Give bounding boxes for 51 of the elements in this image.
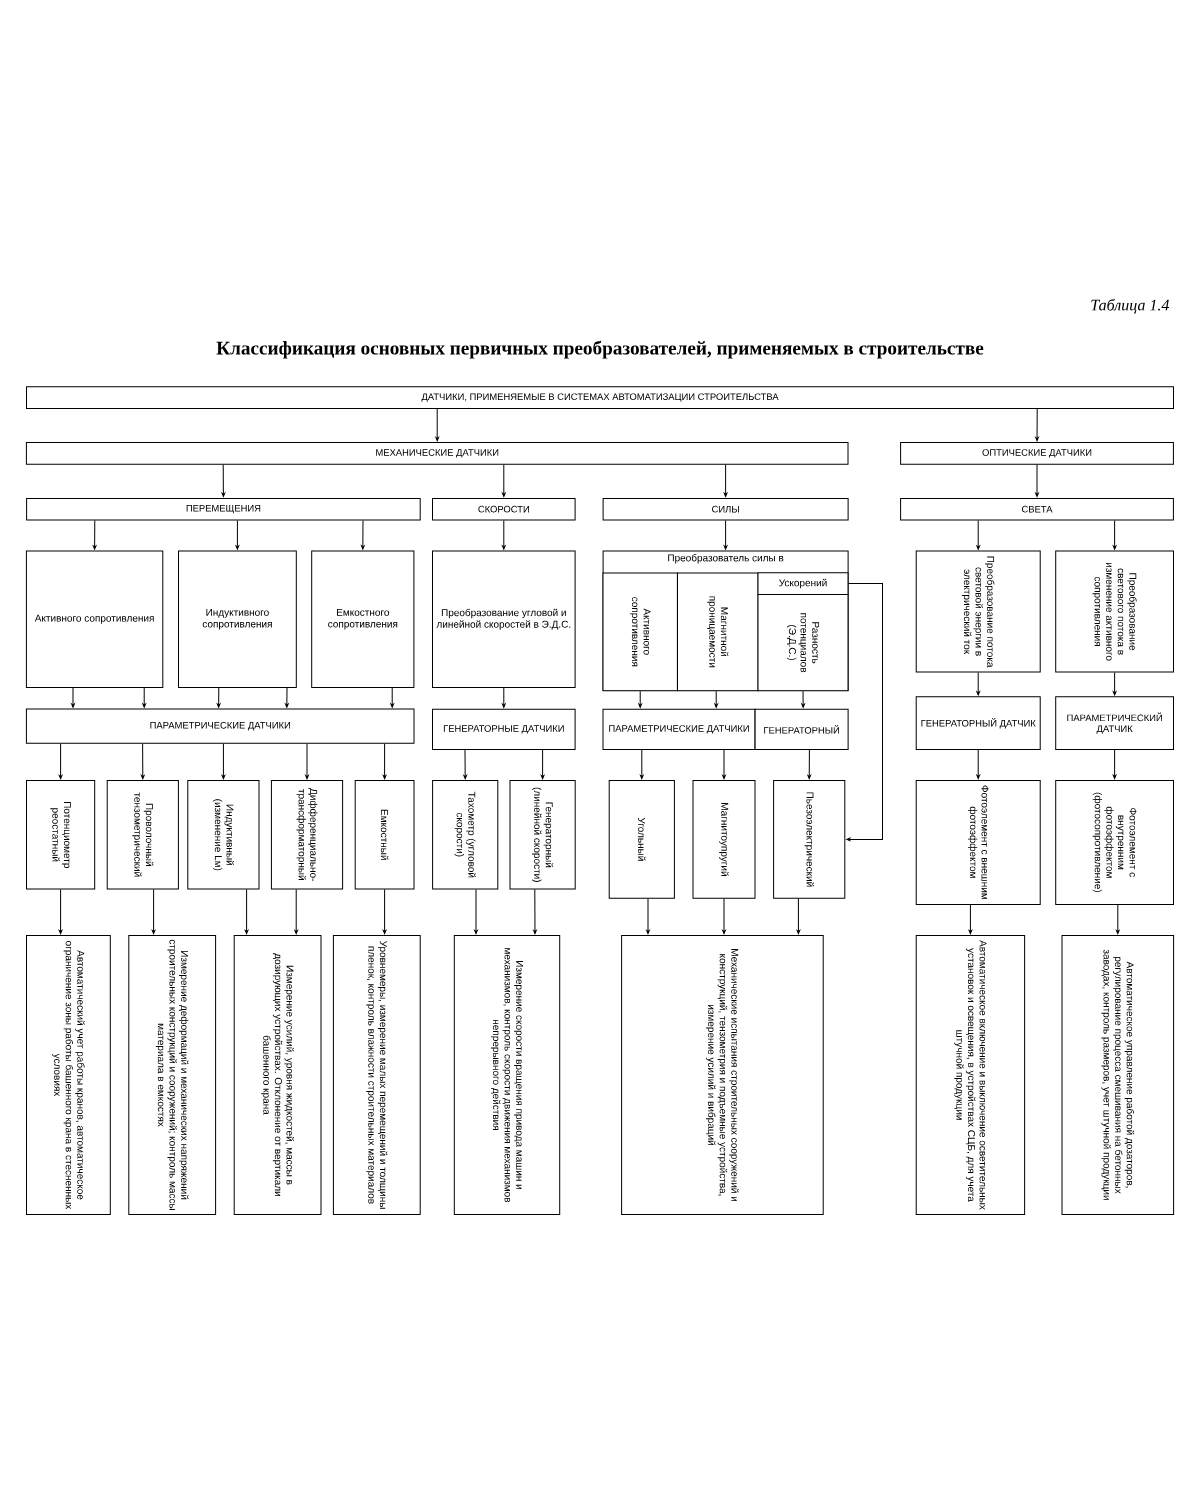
heading: Классификация основных первичных преобразователей, применяемых в строительстве	[216, 340, 984, 359]
arrow	[976, 672, 980, 696]
arrow	[723, 464, 728, 498]
arrow	[1116, 904, 1120, 935]
arrow	[92, 520, 97, 550]
arrow	[71, 687, 75, 708]
arrow	[474, 889, 478, 935]
arrow	[361, 520, 365, 550]
arrow	[714, 690, 718, 708]
arrow	[796, 898, 801, 935]
arrow	[390, 687, 394, 708]
arrow	[435, 408, 439, 442]
arrow	[807, 749, 811, 780]
arrow	[382, 743, 387, 780]
arrow	[244, 889, 249, 935]
arrow	[216, 687, 221, 708]
arrow	[722, 898, 726, 935]
arrow	[235, 520, 240, 550]
arrow	[533, 889, 537, 935]
arrow	[722, 749, 726, 780]
arrow	[968, 904, 973, 935]
arrow	[638, 690, 642, 708]
arrow	[502, 687, 506, 708]
arrow	[151, 889, 156, 935]
arrow	[58, 889, 63, 935]
arrow	[801, 690, 805, 708]
arrow	[540, 749, 545, 780]
table-number: Таблица 1.4	[1091, 298, 1170, 314]
arrow	[846, 583, 883, 842]
arrow	[723, 520, 728, 550]
arrow	[294, 889, 298, 935]
arrow	[221, 464, 226, 498]
arrow	[463, 749, 467, 780]
arrow	[382, 889, 387, 935]
arrow	[1112, 672, 1117, 696]
arrow	[1112, 749, 1117, 780]
arrow	[58, 743, 63, 780]
arrow	[502, 464, 506, 498]
arrow	[1035, 408, 1039, 442]
arrow	[142, 687, 146, 708]
arrow	[646, 898, 650, 935]
arrow	[285, 687, 289, 708]
arrow	[976, 520, 980, 550]
arrow	[305, 743, 309, 780]
arrow	[640, 749, 644, 780]
arrow	[221, 743, 226, 780]
arrow	[502, 520, 506, 550]
arrow	[141, 743, 145, 780]
arrow	[1112, 520, 1117, 550]
arrow	[976, 749, 980, 780]
arrow	[1035, 464, 1039, 498]
